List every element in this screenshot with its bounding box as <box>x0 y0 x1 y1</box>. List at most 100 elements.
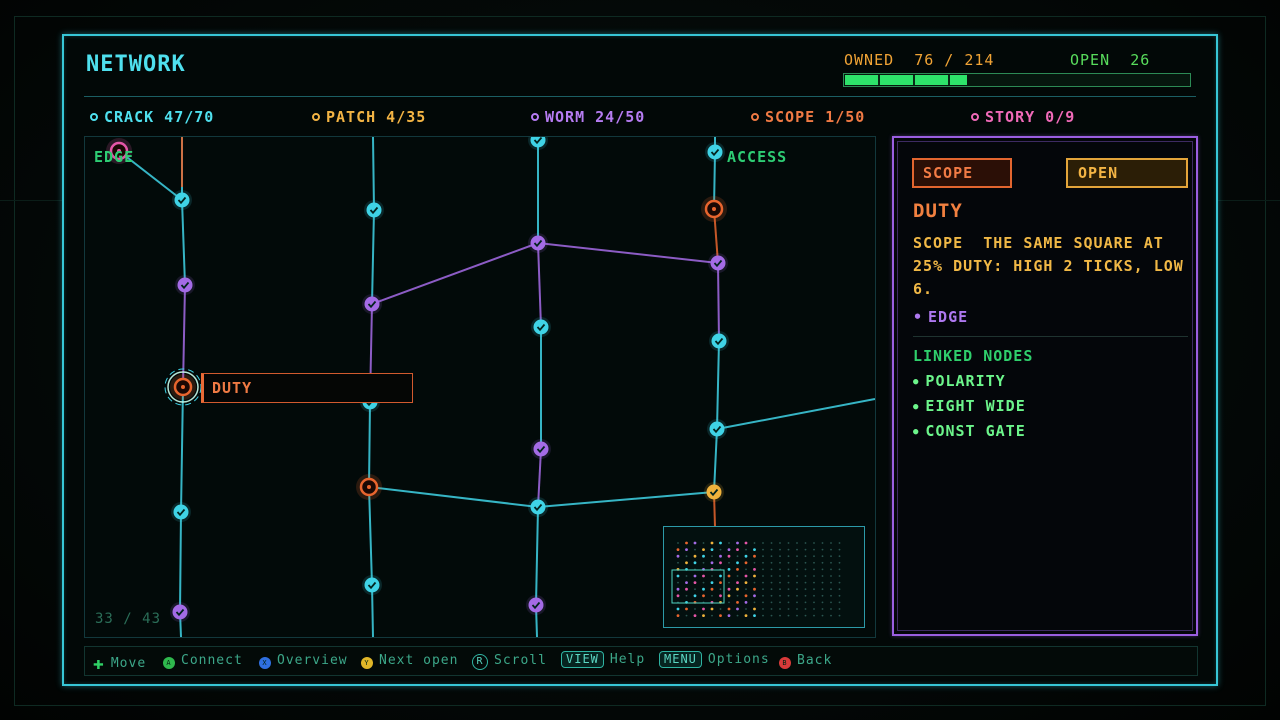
network-node[interactable] <box>531 317 551 337</box>
node-link <box>534 506 539 637</box>
network-map[interactable]: EDGE ACCESS DUTY 33 / 43 <box>84 136 876 638</box>
minimap-dot <box>804 548 807 551</box>
node-link <box>537 242 542 328</box>
minimap-dot <box>693 561 697 565</box>
node-name: DUTY <box>913 200 963 222</box>
network-node[interactable] <box>531 439 551 459</box>
network-node[interactable] <box>701 196 727 222</box>
network-node[interactable] <box>170 374 196 400</box>
category-patch[interactable]: PATCH 4/35 <box>312 108 426 126</box>
node-link <box>367 401 374 637</box>
minimap-dot <box>702 574 705 578</box>
minimap-dot <box>838 542 841 544</box>
network-node[interactable] <box>709 331 729 351</box>
network-node[interactable] <box>528 137 548 150</box>
network-node[interactable] <box>704 482 724 502</box>
minimap-dot <box>745 548 747 551</box>
minimap-viewport[interactable] <box>671 569 725 604</box>
minimap-dot <box>728 581 730 584</box>
minimap-dot <box>787 581 790 584</box>
minimap-dot <box>736 541 739 545</box>
minimap-dot <box>838 575 841 577</box>
minimap-dot <box>838 614 841 617</box>
minimap-dot <box>728 561 730 564</box>
linked-node-item[interactable]: EIGHT WIDE <box>913 397 1026 415</box>
network-node[interactable] <box>526 595 546 615</box>
node-link <box>371 137 376 305</box>
minimap-dot <box>744 561 748 565</box>
linked-node-item[interactable]: POLARITY <box>913 372 1006 390</box>
minimap-dot <box>821 581 824 584</box>
minimap-dot <box>770 575 773 577</box>
node-type-button[interactable]: SCOPE <box>912 158 1012 188</box>
minimap-dot <box>728 601 730 604</box>
minimap[interactable] <box>663 526 865 628</box>
minimap-dot <box>702 614 705 617</box>
node-tag: EDGE <box>913 308 968 326</box>
minimap-dot <box>727 607 731 611</box>
minimap-dot <box>838 601 841 604</box>
minimap-dot <box>779 542 781 544</box>
network-node[interactable] <box>362 294 382 314</box>
minimap-dot <box>702 561 705 564</box>
linked-node-item[interactable]: CONST GATE <box>913 422 1026 440</box>
category-crack[interactable]: CRACK 47/70 <box>90 108 214 126</box>
minimap-dot <box>736 601 739 604</box>
minimap-dot <box>710 561 714 565</box>
minimap-dot <box>711 555 713 558</box>
minimap-dot <box>728 542 730 544</box>
minimap-dot <box>779 568 781 571</box>
minimap-dot <box>796 594 798 597</box>
category-scope[interactable]: SCOPE 1/50 <box>751 108 865 126</box>
minimap-dot <box>779 575 781 577</box>
node-link <box>118 150 183 201</box>
network-node[interactable] <box>705 142 725 162</box>
network-node[interactable] <box>172 190 192 210</box>
network-node[interactable] <box>528 233 548 253</box>
network-node[interactable] <box>106 138 132 164</box>
network-node[interactable] <box>528 497 548 517</box>
minimap-dot <box>838 581 841 584</box>
minimap-dot <box>813 601 815 604</box>
network-node[interactable] <box>362 575 382 595</box>
minimap-dot <box>787 555 790 558</box>
network-node[interactable] <box>171 502 191 522</box>
network-node[interactable] <box>170 602 190 622</box>
minimap-dot <box>821 601 824 604</box>
network-node[interactable] <box>356 474 382 500</box>
hint-move[interactable]: ✚Move <box>93 653 147 674</box>
minimap-dot <box>744 614 748 617</box>
minimap-dot <box>693 614 697 617</box>
network-node[interactable] <box>708 253 728 273</box>
minimap-dot <box>838 555 841 558</box>
minimap-dot <box>710 548 714 551</box>
minimap-dot <box>762 601 764 604</box>
minimap-dots <box>671 541 841 617</box>
network-node[interactable] <box>175 275 195 295</box>
network-node[interactable] <box>364 200 384 220</box>
minimap-dot <box>796 575 798 577</box>
network-node[interactable] <box>707 419 727 439</box>
node-link <box>178 386 184 637</box>
minimap-dot <box>753 607 756 611</box>
node-status-button[interactable]: OPEN <box>1066 158 1188 188</box>
minimap-dot <box>787 614 790 617</box>
minimap-dot <box>710 541 714 545</box>
node-graph[interactable] <box>85 137 875 637</box>
minimap-dot <box>779 555 781 558</box>
minimap-dot <box>804 614 807 617</box>
minimap-dot <box>753 594 756 598</box>
category-story[interactable]: STORY 0/9 <box>971 108 1075 126</box>
minimap-dot <box>702 587 705 591</box>
node-link <box>182 284 186 388</box>
category-worm[interactable]: WORM 24/50 <box>531 108 645 126</box>
minimap-dot <box>796 548 798 551</box>
minimap-dot <box>787 561 790 564</box>
